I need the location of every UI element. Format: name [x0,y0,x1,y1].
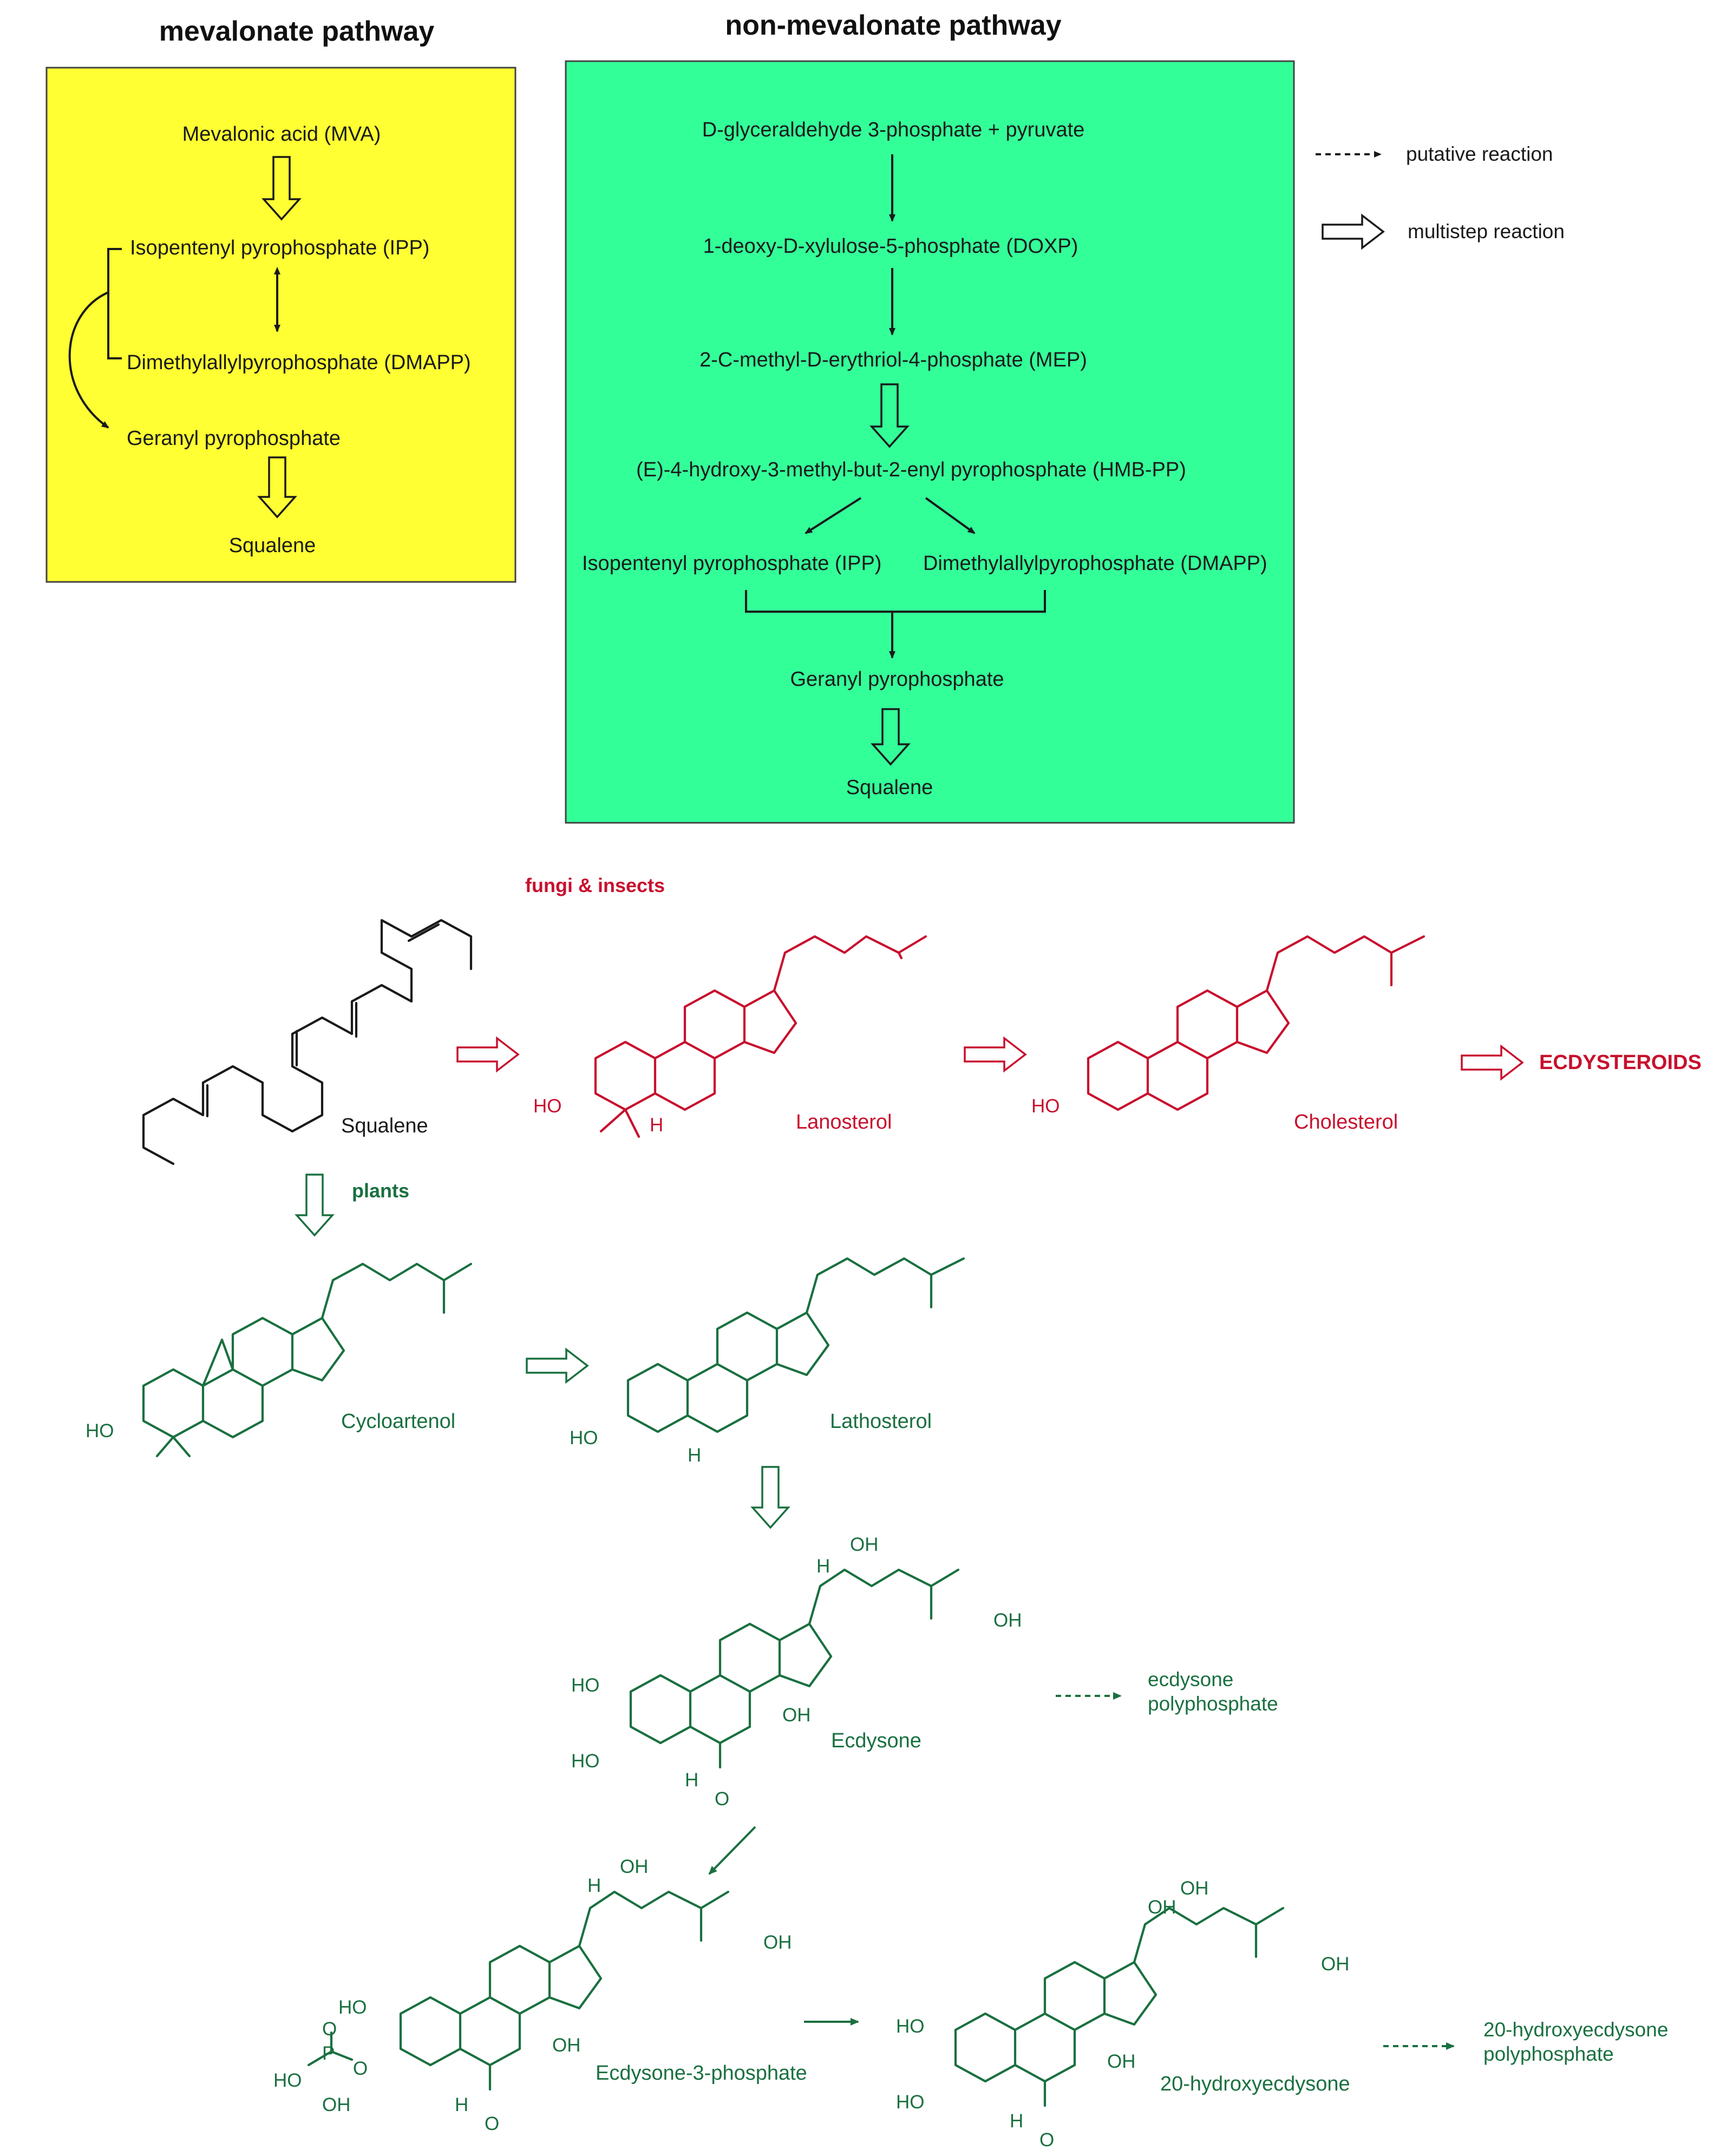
lathosterol-structure [626,1257,965,1433]
hydroxyl-label: OH [782,1705,811,1726]
hydrogen-label: H [816,1556,830,1577]
hydrogen-label: H [1010,2111,1023,2132]
branch-plants: plants [352,1179,409,1202]
mva-step-ipp: Isopentenyl pyrophosphate (IPP) [130,237,429,259]
nonmevalonate-box [565,60,1295,824]
hydroxyl-label: OH [1107,2051,1136,2072]
mep-step-squalene: Squalene [846,776,933,799]
mva-step-gpp: Geranyl pyrophosphate [127,427,341,450]
lathosterol-label: Lathosterol [830,1410,932,1433]
legend-multistep-arrow [1322,213,1385,250]
ecdysone-label: Ecdysone [831,1729,921,1752]
ecdysteroids-label: ECDYSTEROIDS [1539,1051,1702,1074]
cycloartenol-label: Cycloartenol [341,1410,455,1433]
hydroxyl-label: OH [993,1610,1022,1631]
multistep-arrow [257,456,297,519]
cholesterol-structure [1087,935,1425,1111]
nonmevalonate-title: non-mevalonate pathway [725,10,1061,41]
multistep-arrow [871,708,911,766]
hydrogen-label: H [685,1770,698,1791]
cycloartenol-structure [142,1262,473,1458]
mep-step-g3p: D-glyceraldehyde 3-phosphate + pyruvate [702,119,1085,141]
mep-step-dmapp: Dimethylallylpyrophosphate (DMAPP) [923,552,1267,575]
squalene-structure [142,919,473,1165]
lanosterol-structure [594,935,927,1138]
lanosterol-label: Lanosterol [796,1111,892,1133]
hydrogen-label: H [455,2094,468,2115]
hydroxyl-label: HO [86,1420,114,1441]
reaction-arrow [805,497,862,534]
hydroxyl-label: OH [1321,1954,1350,1975]
hydroxyl-label: HO [273,2070,302,2091]
hydroxyl-label: OH [1148,1897,1176,1918]
multistep-arrow-green [295,1174,335,1237]
hydroxyl-label: OH [322,2094,351,2115]
ipp-dmapp-bracket [745,590,1046,613]
oxygen-label: O [1039,2129,1054,2151]
phosphorus-label: P [322,2043,335,2064]
ecdysone-polyphosphate-line1: ecdysone [1148,1668,1233,1690]
hydrogen-label: H [587,1875,601,1896]
hydroxy-polyphosphate-line1: 20-hydroxyecdysone [1483,2019,1668,2041]
oxygen-label: O [715,1788,729,1810]
oxygen-label: O [322,2019,337,2040]
mep-step-ipp: Isopentenyl pyrophosphate (IPP) [582,552,881,575]
squalene-label: Squalene [341,1115,428,1137]
hydrogen-label: H [650,1115,663,1136]
ecdysone-3-phosphate-label: Ecdysone-3-phosphate [596,2062,807,2085]
hydroxyl-label: HO [338,1997,367,2018]
hydroxyl-label: OH [620,1856,649,1877]
hydroxyecdysone-structure [954,1906,1285,2107]
multistep-arrow [869,383,910,448]
cholesterol-label: Cholesterol [1294,1111,1398,1133]
reaction-arrow [708,1826,756,1875]
mva-step-squalene: Squalene [229,534,316,557]
reaction-arrow [925,497,976,534]
mva-step-dmapp: Dimethylallylpyrophosphate (DMAPP) [127,351,471,374]
mep-step-gpp: Geranyl pyrophosphate [790,668,1004,691]
ecdysone-structure [629,1568,960,1769]
hydroxyl-label: OH [850,1534,879,1555]
hydroxyl-label: OH [1180,1878,1209,1899]
ecdysone-3-phosphate-structure [307,1890,730,2091]
multistep-arrow-red [1461,1044,1524,1081]
multistep-arrow-red [964,1036,1027,1073]
hydroxyl-label: OH [763,1932,792,1953]
hydroxyl-label: HO [570,1427,598,1449]
condensation-arrow [68,291,109,429]
branch-fungi-insects: fungi & insects [525,874,665,896]
hydroxyl-label: HO [1031,1096,1060,1117]
mevalonate-title: mevalonate pathway [159,16,435,47]
hydroxy-polyphosphate-line2: polyphosphate [1483,2043,1614,2065]
legend-putative-label: putative reaction [1406,143,1553,165]
hydrogen-label: H [688,1445,701,1466]
hydroxyl-label: OH [552,2035,581,2056]
multistep-arrow-green [526,1347,589,1384]
hydroxyecdysone-label: 20-hydroxyecdysone [1160,2073,1350,2095]
multistep-arrow-green [750,1466,790,1529]
mevalonate-box [45,67,516,583]
oxygen-label: O [485,2113,499,2134]
oxygen-label: O [353,2058,368,2079]
hydroxyl-label: HO [571,1675,600,1696]
mep-step-mep: 2-C-methyl-D-erythriol-4-phosphate (MEP) [699,349,1087,371]
hydroxyl-label: HO [896,2092,925,2113]
hydroxyl-label: HO [571,1751,600,1772]
legend-multistep-label: multistep reaction [1408,220,1565,243]
mep-step-doxp: 1-deoxy-D-xylulose-5-phosphate (DOXP) [703,235,1078,258]
mep-step-hmbpp: (E)-4-hydroxy-3-methyl-but-2-enyl pyroph… [636,458,1186,481]
mva-step-mva: Mevalonic acid (MVA) [182,123,381,146]
multistep-arrow [261,156,302,221]
hydroxyl-label: HO [533,1096,562,1117]
ipp-dmapp-bracket [107,248,122,359]
multistep-arrow-red [456,1036,520,1073]
hydroxyl-label: HO [896,2016,925,2037]
ecdysone-polyphosphate-line2: polyphosphate [1148,1693,1278,1715]
